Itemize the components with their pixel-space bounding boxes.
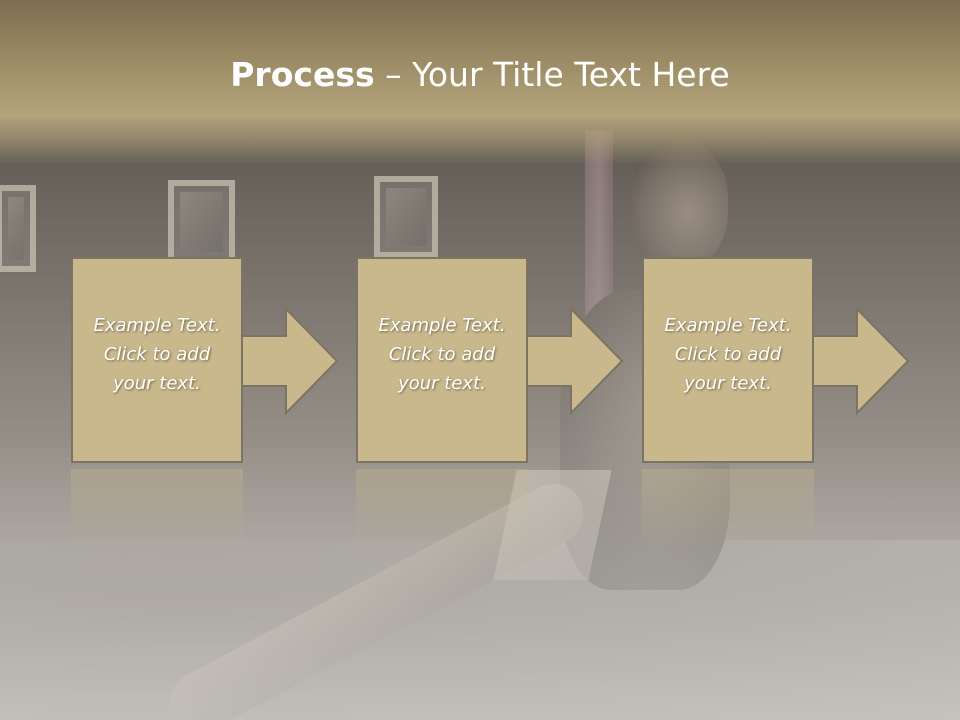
step-reflection	[356, 469, 528, 549]
step-box	[356, 257, 528, 463]
step-box	[71, 257, 243, 463]
step-reflection	[71, 469, 243, 549]
step-box	[642, 257, 814, 463]
step-text[interactable]: Example Text. Click to add your text.	[93, 315, 221, 394]
arrow-right-icon	[812, 307, 910, 415]
step-text[interactable]: Example Text. Click to add your text.	[664, 315, 792, 394]
title-bold: Process	[230, 55, 375, 94]
header-band	[0, 0, 960, 165]
title-rest: – Your Title Text Here	[374, 55, 730, 94]
arrow-right-icon	[526, 307, 624, 415]
arrow-right-icon	[241, 307, 339, 415]
step-text[interactable]: Example Text. Click to add your text.	[378, 315, 506, 394]
step-reflection	[642, 469, 814, 549]
slide-title[interactable]: Process – Your Title Text Here	[0, 55, 960, 95]
